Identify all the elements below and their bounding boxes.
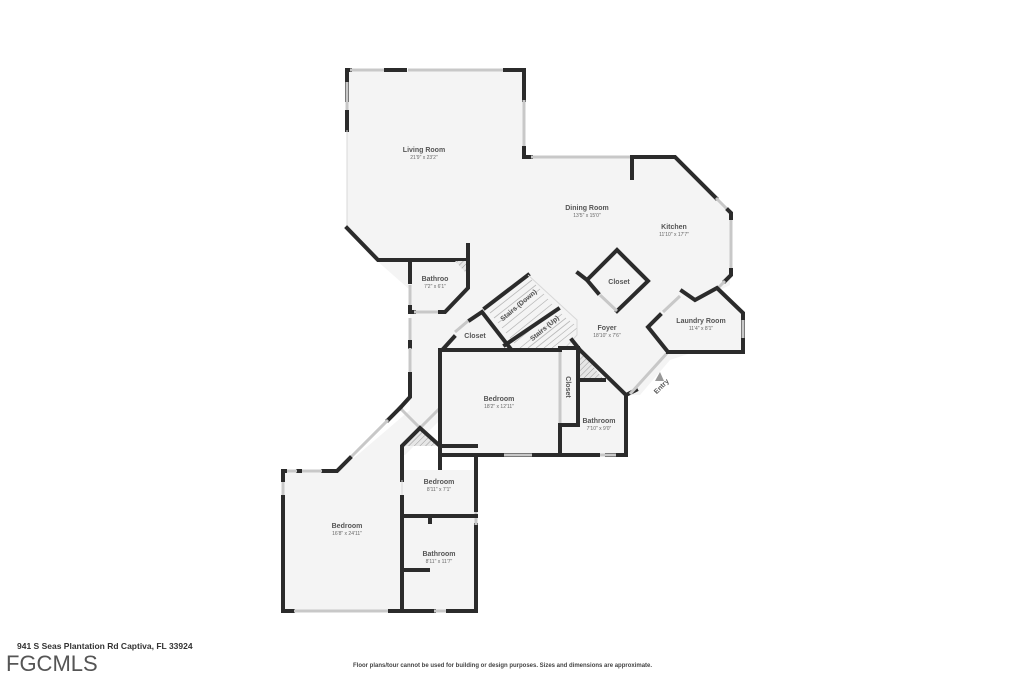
svg-text:21'9" x 23'2": 21'9" x 23'2" — [410, 155, 438, 161]
svg-text:Bedroom: Bedroom — [484, 396, 515, 403]
label-bedroom-small: Bedroom 8'11" x 7'1" — [424, 479, 455, 493]
label-bedroom-main: Bedroom 18'2" x 12'11" — [484, 396, 515, 410]
svg-text:Bathroo: Bathroo — [422, 276, 449, 283]
bathroom-1-walls — [408, 258, 470, 314]
svg-text:18'2" x 12'11": 18'2" x 12'11" — [484, 404, 514, 410]
svg-text:Dining Room: Dining Room — [565, 205, 609, 212]
kitchen-walls — [630, 155, 733, 292]
entry-arrow-icon — [655, 372, 664, 381]
label-dining-room: Dining Room 13'5" x 15'0" — [565, 205, 609, 219]
svg-text:Foyer: Foyer — [597, 325, 616, 332]
svg-text:Bathroom: Bathroom — [422, 551, 455, 558]
laundry-room-walls — [645, 285, 745, 354]
label-living-room: Living Room 21'9" x 23'2" — [403, 147, 445, 161]
label-bedroom-large: Bedroom 16'8" x 24'11" — [332, 523, 363, 537]
svg-text:Closet: Closet — [464, 333, 486, 340]
svg-text:Living Room: Living Room — [403, 147, 445, 154]
property-address: 941 S Seas Plantation Rd Captiva, FL 339… — [17, 641, 193, 651]
svg-text:11'10" x 17'7": 11'10" x 17'7" — [659, 232, 689, 238]
living-room-walls — [344, 68, 632, 262]
bedroom-main-walls — [438, 348, 562, 457]
label-kitchen: Kitchen 11'10" x 17'7" — [659, 224, 689, 238]
svg-text:Bathroom: Bathroom — [582, 418, 615, 425]
label-bathroom-3: Bathroom 8'11" x 11'7" — [422, 551, 455, 565]
svg-text:16'8" x 24'11": 16'8" x 24'11" — [332, 531, 362, 537]
svg-text:18'10" x 7'6": 18'10" x 7'6" — [593, 333, 621, 339]
svg-text:Bedroom: Bedroom — [332, 523, 363, 530]
label-closet-hall: Closet — [464, 333, 486, 340]
svg-text:Bedroom: Bedroom — [424, 479, 455, 486]
svg-text:11'4" x 8'1": 11'4" x 8'1" — [689, 326, 713, 332]
label-laundry-room: Laundry Room 11'4" x 8'1" — [676, 318, 725, 332]
svg-text:Kitchen: Kitchen — [661, 224, 687, 231]
label-closet-bedroom: Closet — [564, 376, 571, 398]
svg-text:7'2" x 6'1": 7'2" x 6'1" — [424, 284, 446, 290]
svg-text:8'11" x 11'7": 8'11" x 11'7" — [426, 559, 453, 565]
label-closet-kitchen: Closet — [608, 279, 630, 286]
label-bathroom-1: Bathroo 7'2" x 6'1" — [422, 276, 449, 290]
label-foyer: Foyer 18'10" x 7'6" — [593, 325, 621, 339]
bedroom-small-walls — [400, 425, 478, 613]
foyer-walls — [623, 350, 674, 398]
svg-text:13'5" x 15'0": 13'5" x 15'0" — [573, 213, 601, 219]
mls-logo: FGCMLS — [6, 651, 98, 676]
svg-text:Closet: Closet — [564, 376, 571, 398]
closet-kitchen — [575, 247, 651, 314]
closet-hall — [441, 309, 513, 351]
svg-text:7'10" x 9'0": 7'10" x 9'0" — [587, 426, 612, 432]
bedroom-large-walls — [281, 405, 478, 613]
svg-text:8'11" x 7'1": 8'11" x 7'1" — [427, 487, 451, 493]
disclaimer-text: Floor plans/tour cannot be used for buil… — [353, 663, 653, 669]
svg-text:Closet: Closet — [608, 279, 630, 286]
svg-text:Laundry Room: Laundry Room — [676, 318, 725, 325]
stairs — [482, 272, 578, 349]
label-bathroom-2: Bathroom 7'10" x 9'0" — [582, 418, 615, 432]
